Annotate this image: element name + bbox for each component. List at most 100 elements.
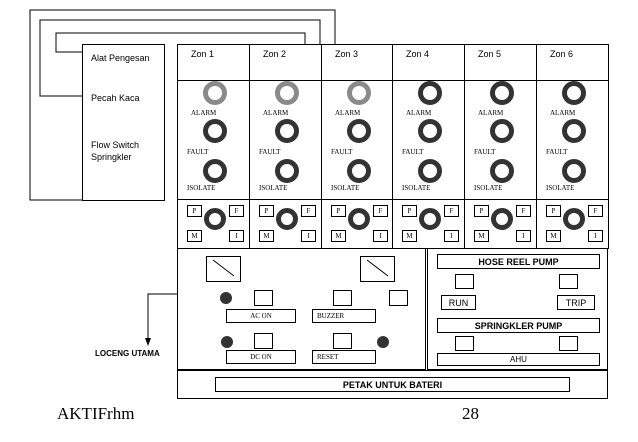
ac-on-button[interactable]: AC ON: [226, 309, 296, 323]
zone-name: Zon 4: [406, 49, 430, 59]
reset-indicator-box: [333, 333, 352, 349]
dc-lamp: [221, 336, 233, 348]
zone-selector-knob[interactable]: [204, 208, 226, 230]
spare-indicator-box: [389, 290, 408, 306]
detector-label-2: Pecah Kaca: [91, 93, 140, 103]
zone-fault-label: FAULT: [187, 148, 209, 156]
zone-switch-p[interactable]: P: [331, 205, 346, 217]
reset-lamp: [377, 336, 389, 348]
zone-switch-p[interactable]: P: [474, 205, 489, 217]
zone-fault-label: FAULT: [331, 148, 353, 156]
trip-button[interactable]: TRIP: [557, 295, 595, 310]
sprinkler-right-indicator: [559, 336, 578, 351]
detector-label-1: Alat Pengesan: [91, 53, 150, 63]
ac-lamp: [220, 292, 232, 304]
footer-author: AKTIFrhm: [57, 404, 135, 423]
zone-alarm-label: ALARM: [191, 109, 217, 117]
detector-panel: Alat Pengesan Pecah Kaca Flow Switch Spr…: [82, 44, 165, 201]
zone-isolate-lamp: [562, 159, 586, 183]
zone-fault-label: FAULT: [402, 148, 424, 156]
zone-switch-f[interactable]: F: [229, 205, 244, 217]
zone-name: Zon 6: [550, 49, 574, 59]
zone-header-3: [321, 44, 394, 81]
zone-selector-knob[interactable]: [491, 208, 513, 230]
zone-switch-f[interactable]: F: [301, 205, 316, 217]
zone-switch-f[interactable]: F: [444, 205, 459, 217]
zone-fault-lamp: [203, 119, 227, 143]
zone-switch-m[interactable]: M: [259, 230, 274, 242]
zone-switch-i[interactable]: I: [373, 230, 388, 242]
zone-switch-m[interactable]: M: [187, 230, 202, 242]
zone-switch-i[interactable]: I: [444, 230, 459, 242]
zone-selector-knob[interactable]: [563, 208, 585, 230]
zone-name: Zon 3: [335, 49, 359, 59]
zone-header-2: [249, 44, 322, 81]
zone-header-4: [392, 44, 465, 81]
zone-name: Zon 1: [191, 49, 215, 59]
zone-fault-label: FAULT: [259, 148, 281, 156]
zone-isolate-label: ISOLATE: [331, 184, 360, 192]
hose-reel-pump-label: HOSE REEL PUMP: [437, 254, 600, 269]
reset-button[interactable]: RESET: [312, 350, 376, 364]
zone-fault-lamp: [418, 119, 442, 143]
zone-switch-i[interactable]: I: [588, 230, 603, 242]
zone-switch-m[interactable]: M: [402, 230, 417, 242]
zone-switch-i[interactable]: I: [229, 230, 244, 242]
zone-selector-knob[interactable]: [419, 208, 441, 230]
zone-switch-f[interactable]: F: [373, 205, 388, 217]
zone-alarm-label: ALARM: [406, 109, 432, 117]
meter-ac: [206, 256, 241, 282]
zone-fault-lamp: [562, 119, 586, 143]
zone-fault-lamp: [275, 119, 299, 143]
hose-run-indicator: [455, 274, 474, 289]
zone-switch-p[interactable]: P: [546, 205, 561, 217]
zone-fault-label: FAULT: [474, 148, 496, 156]
zone-isolate-label: ISOLATE: [259, 184, 288, 192]
ac-indicator-box: [254, 290, 273, 306]
battery-label: PETAK UNTUK BATERI: [215, 377, 570, 392]
meter-ac-needle: [212, 259, 235, 277]
zone-selector-knob[interactable]: [348, 208, 370, 230]
zone-isolate-label: ISOLATE: [546, 184, 575, 192]
run-button[interactable]: RUN: [441, 295, 476, 310]
hose-trip-indicator: [559, 274, 578, 289]
loceng-utama-label: LOCENG UTAMA: [95, 349, 160, 358]
meter-dc-needle: [366, 259, 389, 277]
dc-indicator-box: [254, 333, 273, 349]
buzzer-indicator-box: [333, 290, 352, 306]
sprinkler-left-indicator: [455, 336, 474, 351]
zone-isolate-lamp: [418, 159, 442, 183]
page-number: 28: [462, 404, 479, 423]
zone-name: Zon 5: [478, 49, 502, 59]
zone-selector-knob[interactable]: [276, 208, 298, 230]
zone-alarm-label: ALARM: [478, 109, 504, 117]
zone-name: Zon 2: [263, 49, 287, 59]
detector-label-3: Flow Switch Springkler: [91, 140, 140, 162]
zone-alarm-lamp: [203, 81, 227, 105]
zone-switch-i[interactable]: I: [301, 230, 316, 242]
zone-switch-p[interactable]: P: [259, 205, 274, 217]
meter-dc: [360, 256, 395, 282]
zone-switch-m[interactable]: M: [546, 230, 561, 242]
zone-alarm-lamp: [347, 81, 371, 105]
zone-alarm-lamp: [418, 81, 442, 105]
zone-isolate-lamp: [275, 159, 299, 183]
zone-switch-m[interactable]: M: [474, 230, 489, 242]
zone-switch-i[interactable]: I: [516, 230, 531, 242]
zone-alarm-label: ALARM: [335, 109, 361, 117]
buzzer-button[interactable]: BUZZER: [312, 309, 376, 323]
dc-on-button[interactable]: DC ON: [226, 350, 296, 364]
zone-isolate-label: ISOLATE: [474, 184, 503, 192]
zone-switch-p[interactable]: P: [187, 205, 202, 217]
zone-fault-lamp: [347, 119, 371, 143]
ahu-label: AHU: [437, 353, 600, 366]
zone-isolate-label: ISOLATE: [187, 184, 216, 192]
zone-fault-lamp: [490, 119, 514, 143]
zone-switch-p[interactable]: P: [402, 205, 417, 217]
zone-switch-f[interactable]: F: [516, 205, 531, 217]
zone-switch-f[interactable]: F: [588, 205, 603, 217]
zone-alarm-label: ALARM: [263, 109, 289, 117]
zone-isolate-lamp: [347, 159, 371, 183]
zone-switch-m[interactable]: M: [331, 230, 346, 242]
